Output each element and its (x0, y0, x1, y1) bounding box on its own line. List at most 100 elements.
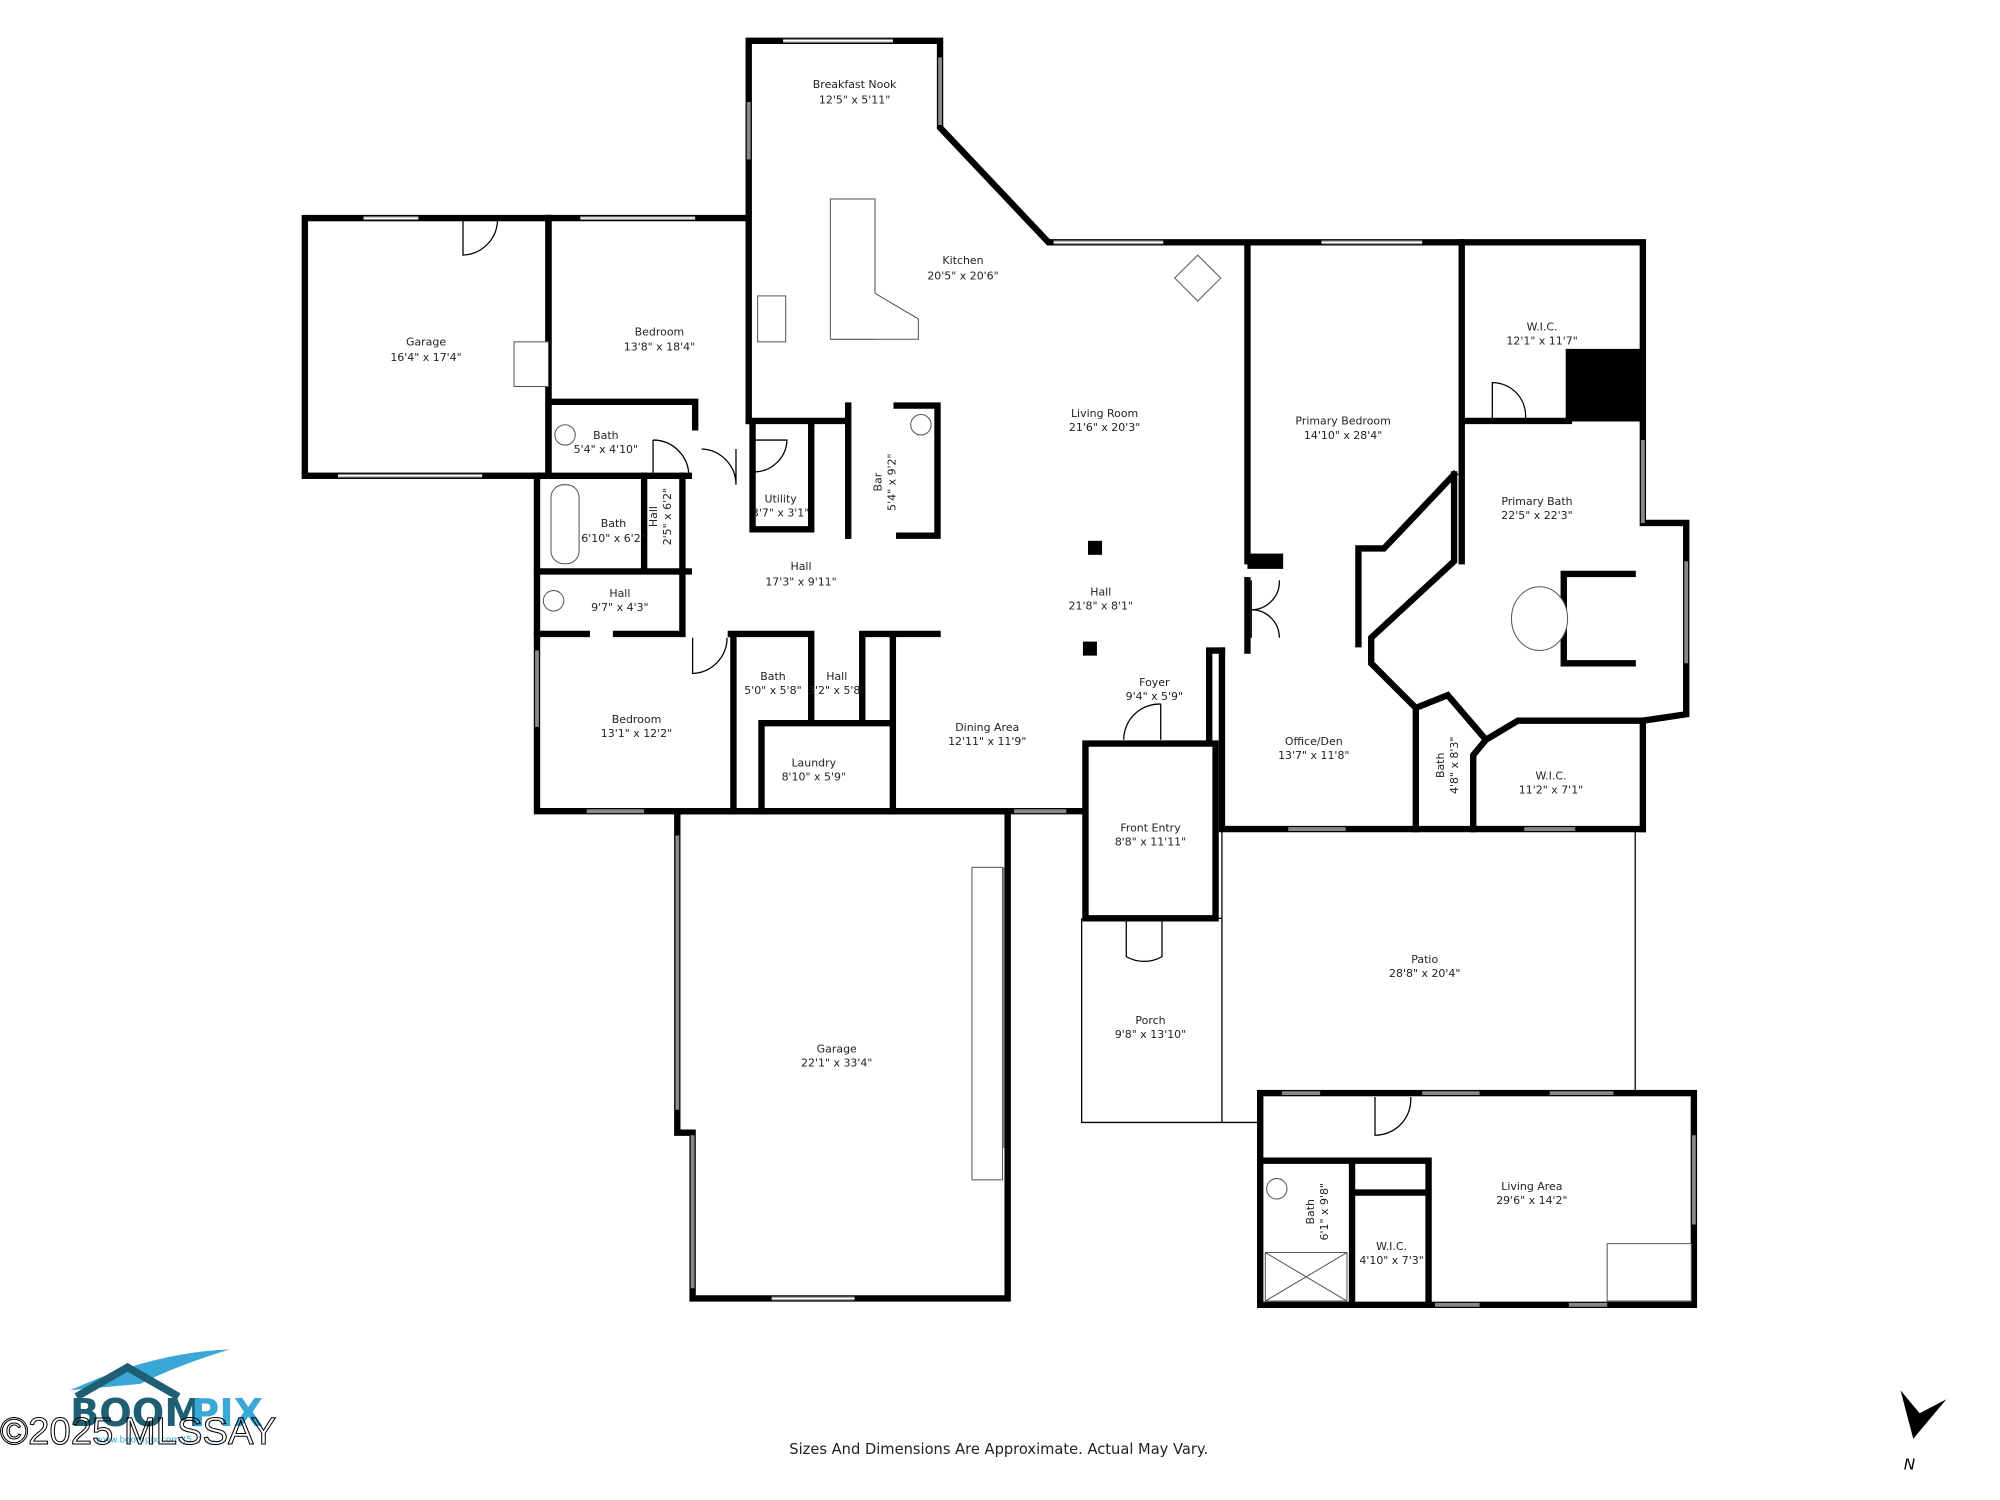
boompix-logo: BOOM PIX www.boompix.com (5..) ...-.... … (0, 1349, 277, 1453)
svg-text:www.boompix.com (5..) ...-....: www.boompix.com (5..) ...-.... (96, 1436, 227, 1446)
svg-text:Front Entry: Front Entry (1120, 822, 1181, 835)
svg-text:2'5" x 6'2": 2'5" x 6'2" (661, 488, 674, 545)
svg-text:Utility: Utility (765, 493, 798, 506)
svg-text:Foyer: Foyer (1139, 676, 1170, 689)
room-hall-main: Hall 17'3" x 9'11" (765, 560, 836, 588)
svg-text:9'4" x 5'9": 9'4" x 5'9" (1126, 690, 1183, 703)
svg-text:W.I.C.: W.I.C. (1376, 1240, 1407, 1253)
svg-text:Bath: Bath (1304, 1199, 1317, 1225)
svg-text:Hall: Hall (790, 560, 811, 573)
svg-text:W.I.C.: W.I.C. (1536, 769, 1567, 782)
room-bedroom-north: Bedroom 13'8" x 18'4" (624, 325, 695, 353)
svg-text:5'4" x 4'10": 5'4" x 4'10" (574, 443, 638, 456)
svg-text:Office/Den: Office/Den (1285, 735, 1343, 748)
windows (338, 38, 1696, 1307)
svg-text:PIX: PIX (191, 1391, 263, 1436)
doors (462, 218, 1527, 1136)
watermark: ©2025 MLSSAY (0, 1410, 276, 1453)
room-garage-small: Garage 16'4" x 17'4" (390, 336, 461, 364)
room-wic-south: W.I.C.11'2" x 7'1" (1519, 769, 1583, 796)
svg-text:Dining Area: Dining Area (955, 721, 1019, 734)
svg-text:20'5" x 20'6": 20'5" x 20'6" (927, 269, 998, 282)
svg-text:Bedroom: Bedroom (612, 713, 662, 726)
svg-text:13'7" x 11'8": 13'7" x 11'8" (1278, 749, 1349, 762)
svg-text:28'8" x 20'4": 28'8" x 20'4" (1389, 967, 1460, 980)
room-labels: Breakfast Nook 12'5" x 5'11" Kitchen 20'5"… (390, 78, 1583, 1267)
svg-text:W.I.C.: W.I.C. (1527, 320, 1558, 333)
svg-text:6'10" x 6'2": 6'10" x 6'2" (581, 532, 645, 545)
svg-text:4'10" x 7'3": 4'10" x 7'3" (1359, 1254, 1423, 1267)
svg-text:Bath: Bath (601, 517, 627, 530)
svg-text:8'10" x 5'9": 8'10" x 5'9" (782, 771, 846, 784)
svg-text:22'5" x 22'3": 22'5" x 22'3" (1501, 509, 1572, 522)
fixtures (513, 198, 1692, 1302)
svg-text:Breakfast Nook: Breakfast Nook (813, 78, 897, 91)
svg-text:Kitchen: Kitchen (942, 254, 983, 267)
svg-text:Living Area: Living Area (1501, 1180, 1562, 1193)
svg-text:5'4" x 9'2": 5'4" x 9'2" (885, 453, 898, 510)
room-kitchen: Kitchen 20'5" x 20'6" (927, 254, 998, 282)
svg-text:Bath: Bath (593, 429, 619, 442)
svg-text:21'8" x 8'1": 21'8" x 8'1" (1069, 600, 1133, 613)
north-arrow-icon: N (1900, 1390, 1947, 1473)
svg-text:3'7" x 3'1": 3'7" x 3'1" (752, 507, 809, 520)
svg-text:Primary Bath: Primary Bath (1501, 495, 1572, 508)
svg-text:6'1" x 9'8": 6'1" x 9'8" (1318, 1183, 1331, 1240)
svg-text:N: N (1904, 1455, 1916, 1473)
disclaimer: Sizes And Dimensions Are Approximate. Ac… (789, 1441, 1208, 1458)
svg-text:29'6" x 14'2": 29'6" x 14'2" (1496, 1194, 1567, 1207)
room-bath-2: Bath 6'10" x 6'2" (581, 517, 645, 545)
svg-text:16'4" x 17'4": 16'4" x 17'4" (390, 351, 461, 364)
svg-text:Garage: Garage (817, 1042, 857, 1055)
svg-text:17'3" x 9'11": 17'3" x 9'11" (765, 575, 836, 588)
svg-text:9'7" x 4'3": 9'7" x 4'3" (591, 601, 648, 614)
svg-text:Primary Bedroom: Primary Bedroom (1295, 415, 1390, 428)
svg-text:Bedroom: Bedroom (635, 325, 685, 338)
svg-text:Laundry: Laundry (791, 757, 836, 770)
svg-text:5'0" x 5'8": 5'0" x 5'8" (744, 684, 801, 697)
svg-text:12'1" x 11'7": 12'1" x 11'7" (1506, 334, 1577, 347)
outdoor-outlines (1080, 829, 1636, 1124)
svg-text:Hall: Hall (609, 587, 630, 600)
room-breakfast-nook: Breakfast Nook 12'5" x 5'11" (813, 78, 897, 106)
svg-text:BOOM: BOOM (70, 1391, 202, 1436)
svg-text:Bath: Bath (1434, 753, 1447, 779)
svg-text:Bar: Bar (871, 472, 884, 491)
svg-text:Garage: Garage (406, 336, 446, 349)
room-wic-primary: W.I.C.12'1" x 11'7" (1506, 320, 1577, 347)
svg-text:21'6" x 20'3": 21'6" x 20'3" (1069, 421, 1140, 434)
svg-text:8'8" x 11'11": 8'8" x 11'11" (1115, 836, 1186, 849)
svg-text:9'8" x 13'10": 9'8" x 13'10" (1115, 1028, 1186, 1041)
svg-text:12'11" x 11'9": 12'11" x 11'9" (948, 735, 1026, 748)
svg-text:13'8" x 18'4": 13'8" x 18'4" (624, 341, 695, 354)
svg-text:Patio: Patio (1411, 953, 1438, 966)
room-wic-guest: W.I.C.4'10" x 7'3" (1359, 1240, 1423, 1267)
svg-text:Hall: Hall (647, 506, 660, 527)
svg-text:12'5" x 5'11": 12'5" x 5'11" (819, 93, 890, 106)
svg-text:22'1" x 33'4": 22'1" x 33'4" (801, 1056, 872, 1069)
svg-text:4'8" x 8'3": 4'8" x 8'3" (1448, 737, 1461, 794)
svg-text:Hall: Hall (1090, 586, 1111, 599)
svg-text:Porch: Porch (1135, 1014, 1165, 1027)
